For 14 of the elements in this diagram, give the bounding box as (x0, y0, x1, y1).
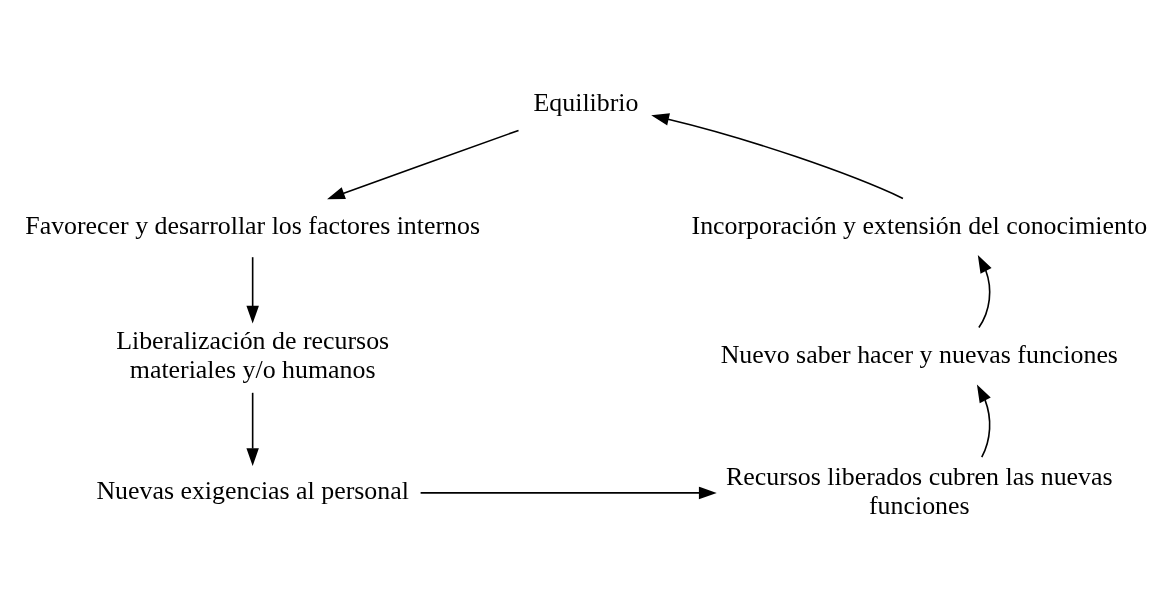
arrow (246, 392, 259, 466)
node-text: Recursos liberados cubren las nuevas funciones (726, 461, 1113, 520)
arrow (977, 255, 992, 329)
node-text: Equilibrio (533, 87, 639, 117)
arrow (246, 256, 259, 324)
node-text: Incorporación y extensión del conocimiento (691, 210, 1148, 240)
node-text: Favorecer y desarrollar los factores internos (25, 210, 481, 240)
node-text: Nuevo saber hacer y nuevas funciones (720, 340, 1118, 370)
arrow (976, 384, 991, 458)
node-text: Nuevas exigencias al personal (96, 476, 409, 506)
arrow (327, 129, 520, 200)
node-text: Liberalización de recursos materiales y/o humanos (116, 325, 390, 384)
arrow (651, 113, 904, 200)
arrow (419, 486, 717, 500)
